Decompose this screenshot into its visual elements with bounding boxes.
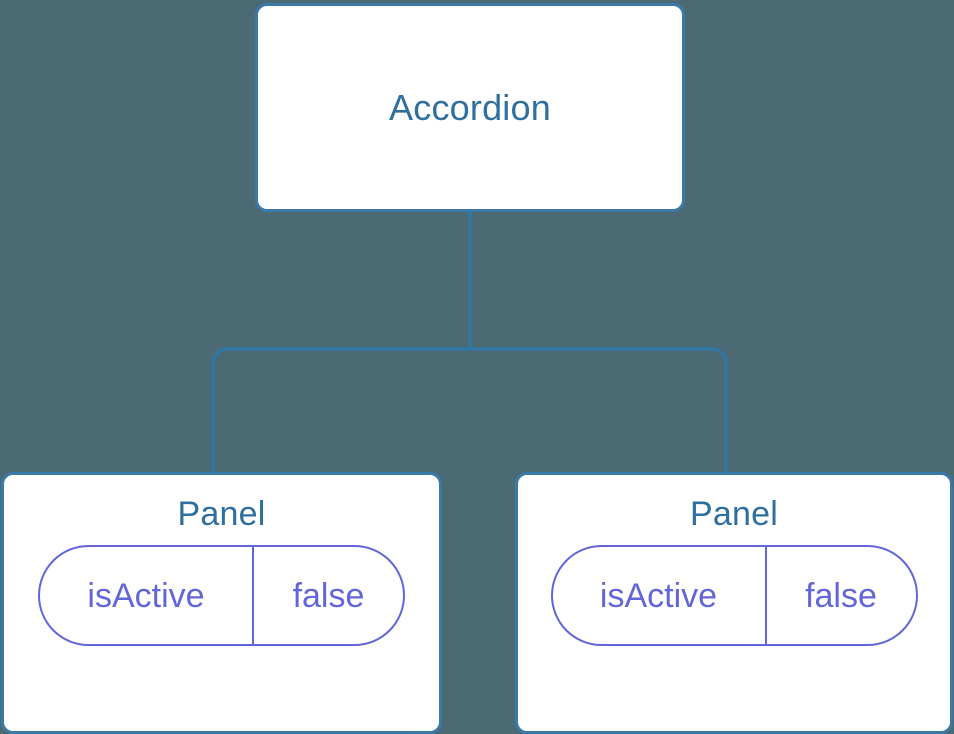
node-panel-2-label: Panel — [690, 495, 778, 533]
prop-pill-panel-2[interactable]: isActive false — [550, 545, 918, 646]
prop-value-isactive: false — [292, 576, 365, 615]
node-accordion-label: Accordion — [389, 86, 551, 128]
prop-key-isactive: isActive — [553, 547, 767, 644]
prop-key-isactive: isActive — [40, 547, 254, 644]
prop-pill-panel-1[interactable]: isActive false — [38, 545, 405, 646]
node-accordion[interactable]: Accordion — [255, 3, 685, 212]
node-panel-1-label: Panel — [177, 495, 266, 533]
node-panel-2[interactable]: Panel isActive false — [515, 472, 953, 734]
edge-root-to-panel-1 — [211, 347, 470, 474]
prop-value-isactive: false — [805, 576, 877, 615]
edge-root-to-panel-2 — [470, 347, 728, 474]
node-panel-1[interactable]: Panel isActive false — [1, 472, 442, 734]
